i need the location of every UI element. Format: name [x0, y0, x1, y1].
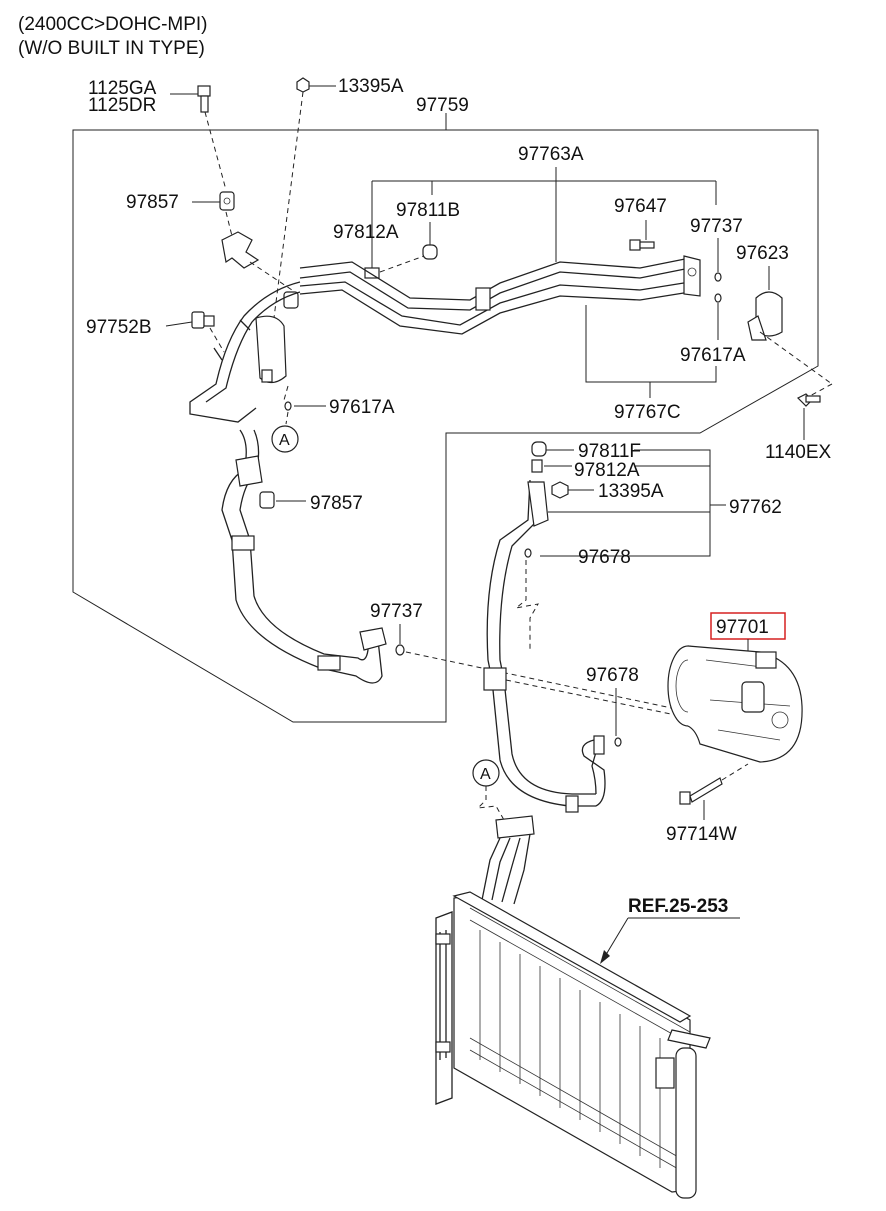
oring-97737-top-part	[714, 272, 722, 282]
label-97714W[interactable]: 97714W	[666, 824, 737, 845]
condenser-inlet-part	[481, 815, 535, 905]
discharge-line-part	[483, 479, 606, 813]
compressor-97701-part	[667, 645, 803, 763]
dashed-97623-to-1140EX	[759, 331, 833, 385]
nut-97857-mid-part	[259, 491, 275, 509]
label-1140EX[interactable]: 1140EX	[765, 442, 832, 463]
valve-97812A-top-part	[364, 255, 425, 279]
dashed-13395A-to-block	[265, 91, 304, 381]
label-97701[interactable]: 97701	[716, 617, 769, 638]
dashed-97737-to-compressor	[405, 651, 701, 715]
cap-97811F-part	[531, 441, 547, 457]
bracket-97762	[540, 449, 711, 557]
bolt-1125GA-part	[197, 85, 211, 113]
bracket-part	[221, 231, 260, 269]
label-97857-mid[interactable]: 97857	[310, 493, 363, 514]
label-97811F[interactable]: 97811F	[578, 441, 641, 462]
label-13395A-top[interactable]: 13395A	[338, 76, 404, 97]
label-97647[interactable]: 97647	[614, 196, 667, 217]
dashed-1140EX-elbow	[805, 383, 833, 399]
nut-13395A-top-part	[296, 77, 310, 93]
label-97678-top[interactable]: 97678	[578, 547, 631, 568]
dashed-97617A-mid	[283, 385, 289, 401]
oring-97617A-right-part	[714, 293, 722, 303]
dashed-97678-to-compressor	[505, 679, 701, 721]
dashed-to-A-upper	[285, 411, 289, 425]
label-97763A[interactable]: 97763A	[518, 144, 584, 165]
callout-a-upper-circle	[271, 425, 299, 453]
bolt-1140EX-part	[796, 393, 821, 407]
label-97737-top[interactable]: 97737	[690, 216, 743, 237]
callout-a-lower: A	[480, 766, 491, 783]
header-engine-spec: (2400CC>DOHC-MPI)	[18, 14, 208, 35]
bracket-97767C	[585, 305, 717, 383]
nut-13395A-mid-part	[551, 481, 569, 499]
pipe-assembly-upper	[189, 255, 701, 423]
suction-hose-part	[221, 429, 387, 684]
dashed-break-discharge	[515, 560, 539, 650]
cap-97811B-part	[422, 244, 438, 260]
label-97767C[interactable]: 97767C	[614, 402, 681, 423]
sensor-97752B-part	[191, 311, 225, 353]
ref-leader	[603, 917, 629, 959]
oring-97737-bottom-part	[395, 644, 405, 656]
label-97617A-right[interactable]: 97617A	[680, 345, 746, 366]
bolt-97647-part	[629, 239, 655, 251]
pipe-clamp-part	[475, 287, 491, 311]
dashed-bracket-to-pipe	[249, 261, 293, 291]
label-13395A-mid[interactable]: 13395A	[598, 481, 664, 502]
bolt-97714W-part	[679, 777, 723, 805]
oring-97617A-mid-part	[284, 401, 292, 411]
label-1125GA[interactable]: 1125GA	[88, 78, 157, 99]
header-type-spec: (W/O BUILT IN TYPE)	[18, 38, 205, 59]
label-97812A-mid[interactable]: 97812A	[574, 460, 640, 481]
dashed-97714W-to-compressor	[721, 763, 749, 781]
label-97811B[interactable]: 97811B	[396, 200, 460, 221]
dashed-A-to-condenser	[476, 786, 505, 821]
condenser-core-part	[435, 891, 711, 1199]
label-97737-bottom[interactable]: 97737	[370, 601, 423, 622]
nut-97857-top-part	[219, 191, 235, 211]
leader-97752B	[165, 321, 193, 327]
callout-a-upper: A	[279, 432, 290, 449]
dashed-bolt-to-nut	[204, 111, 227, 191]
valve-97812A-mid-part	[531, 459, 543, 473]
label-97617A-mid[interactable]: 97617A	[329, 397, 395, 418]
ref-arrowhead	[600, 950, 610, 964]
dashed-nut-to-bracket	[225, 211, 233, 237]
label-97678-bottom[interactable]: 97678	[586, 665, 639, 686]
label-ref-25-253[interactable]: REF.25-253	[628, 896, 728, 917]
label-97623[interactable]: 97623	[736, 243, 789, 264]
label-97857-top[interactable]: 97857	[126, 192, 179, 213]
oring-97678-bottom-part	[614, 737, 622, 747]
label-1125DR[interactable]: 1125DR	[88, 95, 156, 116]
assembly-boundary-97759	[72, 129, 819, 723]
drier-97623-part	[747, 291, 783, 341]
oring-97678-top-part	[524, 548, 532, 558]
label-97762[interactable]: 97762	[729, 497, 782, 518]
label-97752B[interactable]: 97752B	[86, 317, 152, 338]
label-97812A-top[interactable]: 97812A	[333, 222, 399, 243]
label-97759[interactable]: 97759	[416, 95, 469, 116]
